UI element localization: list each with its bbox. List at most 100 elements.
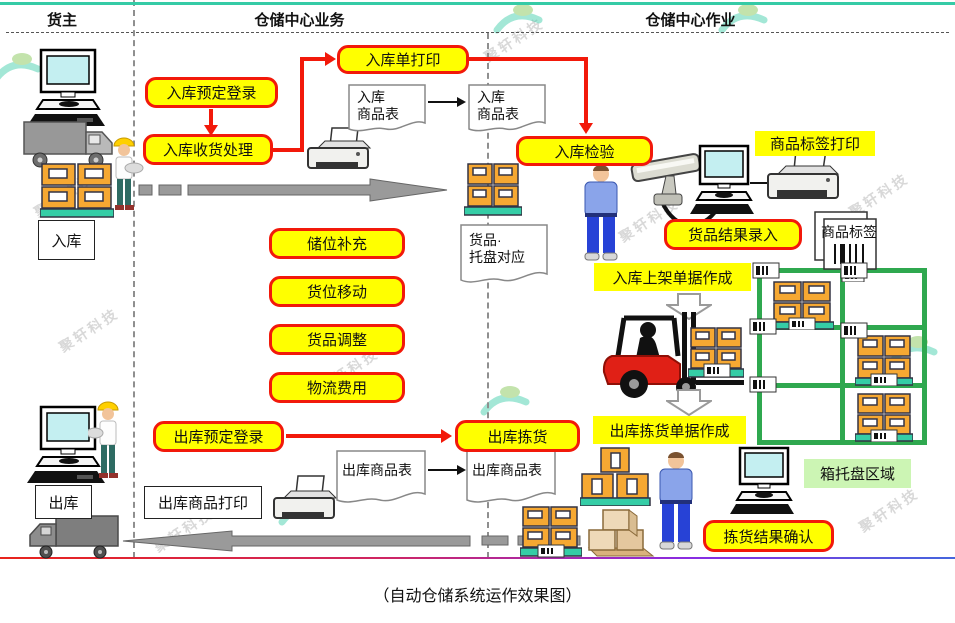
logistics-fee-box: 物流费用	[269, 372, 405, 403]
pallet-icon	[464, 163, 522, 216]
top-border-line	[0, 2, 955, 5]
flow-arrow-left	[122, 530, 581, 552]
worker-hardhat-icon	[88, 401, 119, 478]
outbound-goods-print-text: 出库商品打印	[157, 495, 248, 512]
doc-arrows	[428, 101, 770, 471]
column-header-business: 仓储中心业务	[254, 12, 345, 29]
inbound-check-box: 入库检验	[516, 136, 653, 166]
printer-icon	[307, 127, 372, 169]
brand-swirl-icon	[480, 386, 530, 416]
shelf-doc-create-box: 入库上架单据作成	[594, 263, 751, 291]
rack-pallet-icon	[855, 335, 913, 386]
inbound-order-print-text: 入库单打印	[365, 52, 441, 69]
barcode-label-icon	[749, 318, 777, 335]
result-entry-text: 货品结果录入	[687, 227, 778, 244]
inbound-goods-list-doc: 入库商品表	[468, 84, 546, 138]
column-divider-left	[133, 0, 135, 558]
storage-replenish-box: 储位补充	[269, 228, 405, 259]
goods-pallet-map-doc: 货品·托盘对应	[460, 224, 548, 292]
pick-doc-create-box: 出库拣货单据作成	[593, 416, 746, 444]
product-label-docs: 商品标签	[814, 210, 884, 282]
storage-replenish-text: 储位补充	[306, 236, 367, 253]
inbound-check-text: 入库检验	[554, 143, 615, 161]
product-label-doc-shape	[814, 211, 877, 282]
product-label-text: 商品标签	[821, 224, 877, 240]
desktop-computer-icon	[690, 144, 754, 214]
pallet-icon	[520, 506, 582, 558]
inbound-register-box: 入库预定登录	[145, 77, 278, 108]
label-print-box: 商品标签打印	[755, 131, 875, 156]
rack-grid-vline	[840, 273, 845, 440]
red-connectors	[209, 57, 588, 438]
rack-pallet-icon	[770, 281, 834, 330]
box-pallet-area-label: 箱托盘区域	[804, 459, 911, 488]
rack-grid-hline	[762, 383, 922, 388]
outbound-label: 出库	[35, 485, 92, 519]
brand-swirl-icon	[493, 4, 543, 34]
column-header-operation: 仓储中心作业	[645, 12, 736, 29]
truck-icon	[23, 121, 113, 168]
doc-line: 出库商品表	[472, 462, 542, 478]
barcode-label-icon	[749, 376, 777, 393]
doc-line: 入库	[477, 89, 505, 105]
rack-pallet-icon	[855, 393, 913, 442]
doc-line: 托盘对应	[469, 249, 525, 265]
doc-line: 入库	[357, 89, 385, 105]
result-entry-box: 货品结果录入	[664, 219, 802, 250]
bottom-border-line	[0, 557, 955, 559]
inbound-receive-text: 入库收货处理	[162, 142, 253, 159]
red-arrowheads	[204, 52, 593, 443]
inbound-label: 入库	[38, 220, 95, 260]
label-print-text: 商品标签打印	[769, 136, 860, 153]
forklift-icon	[602, 312, 744, 398]
pick-confirm-box: 拣货结果确认	[703, 520, 834, 552]
header-divider	[6, 32, 949, 33]
doc-arrowheads	[457, 97, 466, 475]
brand-swirl-icon	[718, 4, 768, 34]
outbound-pick-box: 出库拣货	[455, 420, 580, 452]
goods-adjust-box: 货品调整	[269, 324, 405, 355]
worker-blue-icon	[584, 165, 618, 261]
desktop-computer-icon	[730, 446, 794, 514]
brand-swirl-icon	[0, 53, 42, 80]
doc-line: 商品表	[477, 106, 519, 122]
doc-line: 商品表	[357, 106, 399, 122]
worker-blue-icon	[659, 452, 693, 550]
pick-confirm-text: 拣货结果确认	[723, 528, 814, 546]
barcode-label-icon	[752, 262, 780, 279]
doc-line: 出库商品表	[342, 462, 412, 478]
barcode-scanner-icon	[630, 153, 701, 206]
worker-hardhat-icon	[113, 137, 144, 210]
pallet-icon	[40, 163, 114, 218]
hollow-arrow-down-icon	[666, 389, 712, 416]
shelf-doc-create-text: 入库上架单据作成	[612, 269, 733, 287]
pyramid-pallet-icon	[580, 447, 651, 506]
outbound-goods-list-doc: 出库商品表	[336, 450, 426, 510]
outbound-register-box: 出库预定登录	[153, 421, 284, 452]
hollow-arrow-down-icon	[666, 293, 712, 320]
printer-icon	[273, 475, 338, 519]
flow-arrow-right	[138, 178, 448, 202]
goods-adjust-text: 货品调整	[306, 332, 367, 349]
inbound-receive-box: 入库收货处理	[143, 134, 273, 165]
barcode-label-icon	[840, 262, 868, 279]
outbound-goods-print-box: 出库商品打印	[144, 486, 262, 519]
desktop-computer-icon	[27, 405, 105, 483]
column-header-owner: 货主	[46, 12, 77, 29]
barcode-label-icon	[840, 322, 868, 339]
pallet-icon	[688, 327, 744, 378]
doc-line: 货品·	[469, 232, 502, 248]
outbound-register-text: 出库预定登录	[173, 429, 264, 446]
inbound-order-print-box: 入库单打印	[337, 45, 469, 74]
logistics-fee-text: 物流费用	[306, 380, 367, 397]
truck-left-icon	[29, 515, 119, 559]
pick-doc-create-text: 出库拣货单据作成	[609, 422, 730, 440]
outbound-pick-text: 出库拣货	[487, 428, 548, 446]
column-divider-right	[487, 33, 489, 558]
location-move-box: 货位移动	[269, 276, 405, 307]
outbound-goods-list-doc: 出库商品表	[466, 450, 556, 510]
location-move-text: 货位移动	[306, 284, 367, 301]
diagram-caption: （自动仓储系统运作效果图）	[373, 588, 582, 605]
cardboard-boxes-icon	[587, 509, 655, 557]
